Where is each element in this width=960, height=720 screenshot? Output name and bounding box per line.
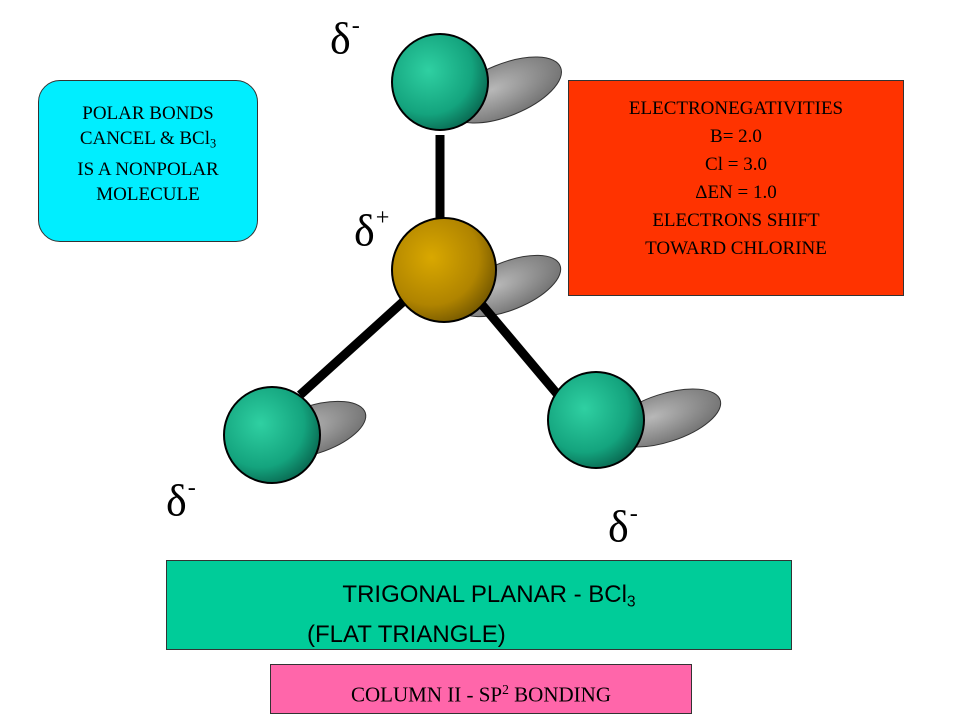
partial-charge-top: δ- [330,12,360,64]
chlorine-atom-top [391,33,489,131]
charge-sign: + [375,204,390,231]
en-shift-line: TOWARD CHLORINE [645,238,827,259]
bond-left [296,296,409,399]
subscript: 3 [210,136,217,151]
column-text: COLUMN II - SP [351,682,503,707]
note-line: IS A NONPOLAR [77,158,219,180]
charge-sign: - [351,12,360,39]
boron-atom [391,217,497,323]
charge-sign: - [629,500,638,527]
charge-sign: - [187,474,196,501]
en-shift-line: ELECTRONS SHIFT [652,210,820,231]
column-text: BONDING [508,682,611,707]
en-boron: B= 2.0 [710,126,762,147]
polar-bonds-note: POLAR BONDS CANCEL & BCl3 IS A NONPOLAR … [38,80,258,242]
chlorine-atom-right [547,371,645,469]
shape-subtitle: (FLAT TRIANGLE) [307,620,506,648]
molecular-shape-label: TRIGONAL PLANAR - BCl3 (FLAT TRIANGLE) [166,560,792,650]
delta-symbol: δ [166,476,187,526]
chlorine-atom-left [223,386,321,484]
shape-title: TRIGONAL PLANAR - BCl3 [167,579,791,619]
note-line: MOLECULE [96,183,200,205]
delta-symbol: δ [330,14,351,64]
note-line: POLAR BONDS [82,103,214,124]
superscript: 2 [502,682,509,697]
subscript: 3 [626,593,636,611]
shape-text: TRIGONAL PLANAR - BCl [342,581,627,608]
en-title: ELECTRONEGATIVITIES [628,98,844,119]
en-difference: ΔEN = 1.0 [695,182,777,203]
en-chlorine: Cl = 3.0 [705,154,767,175]
note-line: CANCEL & BCl3 [39,126,257,157]
bond-right [474,297,562,398]
column-bonding-label: COLUMN II - SP2 BONDING [270,664,692,714]
bonds [296,135,562,399]
partial-charge-right: δ- [608,500,638,552]
note-text: CANCEL & BCl [79,128,211,149]
delta-symbol: δ [354,206,375,256]
partial-charge-center: δ+ [354,204,390,256]
electronegativity-box: ELECTRONEGATIVITIES B= 2.0 Cl = 3.0 ΔEN … [568,80,904,296]
delta-symbol: δ [608,502,629,552]
partial-charge-left: δ- [166,474,196,526]
